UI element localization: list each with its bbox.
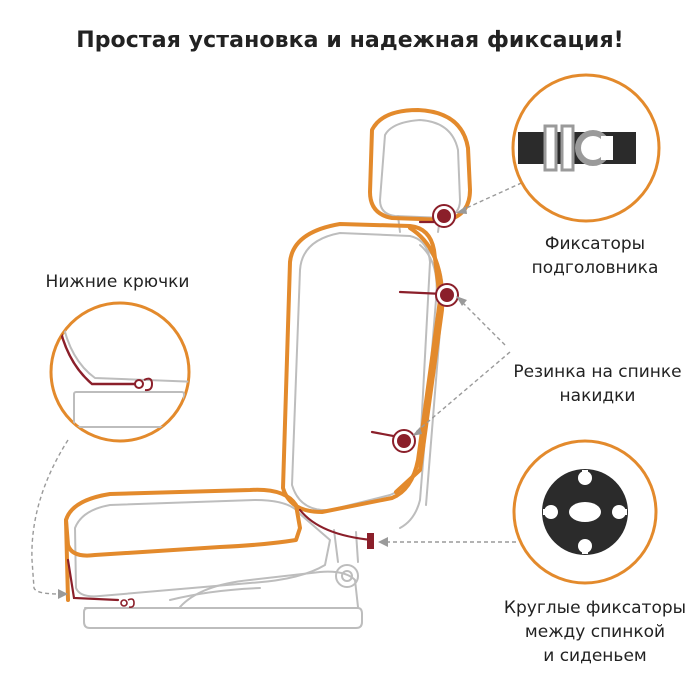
label-round-clips-line3: и сиденьем — [543, 646, 647, 666]
label-back-band: Резинка на спинке накидки — [495, 360, 700, 408]
page-title: Простая установка и надежная фиксация! — [76, 28, 624, 53]
callout-round-clip — [512, 439, 658, 585]
marker-round-clip — [367, 533, 374, 549]
label-headrest-clips-line2: подголовника — [531, 258, 659, 278]
leader-headrest — [461, 179, 529, 211]
fixation-markers — [120, 204, 459, 608]
label-round-clips-line1: Круглые фиксаторы — [503, 598, 687, 618]
headrest-inner — [379, 119, 461, 219]
hook-icon — [134, 377, 154, 392]
callout-lower-hooks — [49, 301, 191, 443]
buckle-clip-icon — [518, 124, 636, 172]
backrest-cover-flap — [394, 226, 445, 494]
label-back-band-line2: накидки — [559, 386, 636, 406]
seat-cushion-inner — [74, 499, 331, 598]
label-back-band-line1: Резинка на спинке — [513, 362, 682, 382]
label-lower-hooks-text: Нижние крючки — [45, 272, 190, 292]
leader-lower-hooks — [31, 439, 69, 595]
backrest-cover — [281, 222, 442, 514]
label-headrest-clips-line1: Фиксаторы — [544, 234, 646, 254]
label-headrest-clips: Фиксаторы подголовника — [505, 232, 685, 280]
seat-cover-outline — [64, 108, 472, 602]
callout-headrest-clip — [511, 73, 661, 223]
marker-headrest — [432, 204, 456, 228]
marker-back-lower — [392, 429, 416, 453]
label-round-clips: Круглые фиксаторы между спинкой и сидень… — [490, 596, 700, 668]
recliner-knob — [335, 564, 359, 588]
marker-back-upper — [435, 283, 459, 307]
seat-rail-mechanism — [179, 570, 359, 608]
marker-lower-hook — [120, 598, 135, 608]
leader-arrowheads — [58, 206, 467, 599]
round-clip-icon — [542, 469, 628, 555]
label-lower-hooks: Нижние крючки — [30, 270, 205, 294]
label-round-clips-line2: между спинкой — [524, 622, 666, 642]
backrest-inner — [291, 232, 431, 512]
leader-lines — [31, 179, 529, 595]
leader-band-upper — [461, 301, 506, 346]
lower-hook-strap — [66, 558, 120, 602]
round-clip-strap — [298, 508, 374, 542]
headrest-cover — [368, 108, 472, 222]
seat-cushion-cover — [64, 487, 302, 558]
seat-side-line — [169, 587, 261, 601]
seat-base-rail — [83, 607, 363, 629]
